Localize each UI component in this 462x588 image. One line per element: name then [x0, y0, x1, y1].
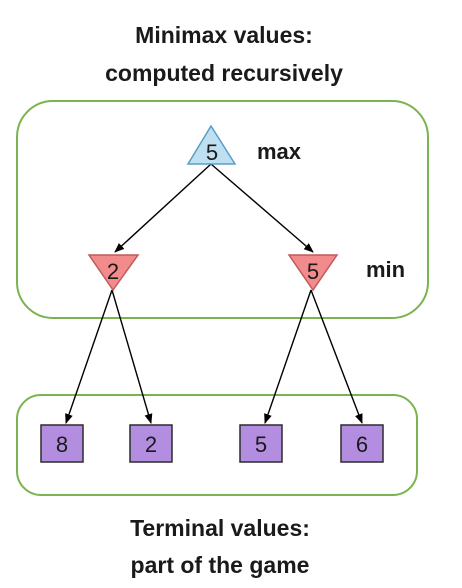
edge-min-left-to-leaf-1 [65, 289, 113, 424]
edge-root-to-min-left [114, 163, 212, 253]
max-level-label: max [257, 139, 302, 164]
min-node-right-value: 5 [307, 259, 319, 284]
header-line-2: computed recursively [105, 60, 343, 86]
header-line-1: Minimax values: [135, 22, 313, 48]
max-min-levels-frame [16, 100, 429, 319]
edge-root-to-min-right [210, 163, 314, 253]
terminal-leaf-2 [129, 424, 173, 463]
footer-line-2: part of the game [131, 552, 310, 578]
terminal-leaf-4 [340, 424, 384, 463]
terminal-leaf-1-value: 8 [56, 432, 68, 457]
max-node-triangle [186, 124, 237, 165]
terminal-levels-frame [16, 394, 418, 496]
terminal-leaf-4-value: 6 [356, 432, 368, 457]
min-node-left-value: 2 [107, 259, 119, 284]
terminal-leaf-2-value: 2 [145, 432, 157, 457]
edge-min-right-to-leaf-3 [264, 289, 312, 424]
min-node-right-triangle [287, 254, 339, 292]
terminal-leaf-3 [239, 424, 283, 463]
edge-min-right-to-leaf-4 [310, 289, 363, 424]
edge-min-left-to-leaf-2 [111, 289, 153, 424]
footer-line-1: Terminal values: [130, 515, 310, 541]
terminal-leaf-3-value: 5 [255, 432, 267, 457]
terminal-leaf-1 [40, 424, 84, 463]
min-node-left-triangle [87, 254, 140, 292]
max-node-value: 5 [206, 140, 218, 165]
min-level-label: min [366, 257, 405, 282]
